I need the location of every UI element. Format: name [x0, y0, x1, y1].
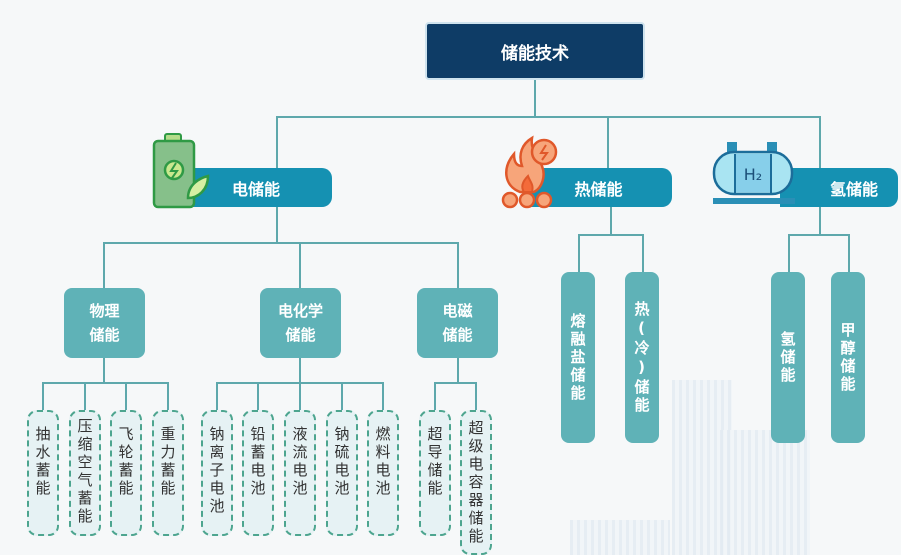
- hydrogen-formula: H₂: [744, 165, 762, 184]
- leaf-label: 热(冷)储能: [632, 300, 651, 415]
- connector: [341, 382, 343, 410]
- leaf-item: 抽水蓄能: [27, 410, 59, 536]
- category-label: 氢储能: [829, 179, 878, 199]
- leaf-label: 铅蓄电池: [248, 426, 267, 498]
- connector: [103, 242, 105, 288]
- leaf-item: 钠离子电池: [201, 410, 233, 536]
- battery-leaf-icon: [152, 133, 210, 209]
- connector: [788, 234, 790, 272]
- connector: [276, 207, 278, 243]
- connector: [299, 358, 301, 383]
- connector: [216, 382, 218, 410]
- connector: [578, 234, 644, 236]
- connector: [642, 234, 644, 272]
- group-label: 电磁 储能: [442, 302, 473, 344]
- leaf-label: 钠离子电池: [207, 426, 226, 516]
- leaf-item: 超导储能: [419, 410, 451, 536]
- leaf-label: 压缩空气蓄能: [75, 418, 94, 526]
- category-label: 热储能: [574, 179, 623, 199]
- thermal-item: 熔融盐储能: [561, 272, 595, 443]
- leaf-label: 超导储能: [425, 426, 444, 498]
- group-physical: 物理 储能: [64, 288, 145, 358]
- leaf-item: 重力蓄能: [152, 410, 184, 536]
- leaf-label: 飞轮蓄能: [116, 426, 135, 498]
- connector: [475, 382, 477, 410]
- hydrogen-tank-icon: H₂: [712, 142, 795, 204]
- connector: [434, 382, 477, 384]
- connector: [103, 358, 105, 383]
- leaf-label: 钠硫电池: [332, 426, 351, 498]
- connector: [167, 382, 169, 410]
- leaf-label: 重力蓄能: [158, 426, 177, 498]
- connector: [819, 116, 821, 168]
- connector: [457, 358, 459, 383]
- hydrogen-item: 甲醇储能: [831, 272, 865, 443]
- connector: [299, 382, 301, 410]
- connector: [103, 242, 459, 244]
- category-label: 电储能: [231, 179, 280, 199]
- connector: [434, 382, 436, 410]
- connector: [534, 78, 536, 118]
- leaf-label: 抽水蓄能: [33, 426, 52, 498]
- connector: [819, 207, 821, 235]
- connector: [42, 382, 169, 384]
- connector: [607, 116, 609, 168]
- category-hydrogen: 氢储能: [780, 168, 898, 207]
- connector: [299, 242, 301, 288]
- root-node: 储能技术: [425, 22, 645, 80]
- leaf-label: 氢储能: [778, 330, 797, 385]
- leaf-item: 飞轮蓄能: [110, 410, 142, 536]
- root-label: 储能技术: [501, 43, 569, 64]
- leaf-label: 熔融盐储能: [568, 312, 587, 403]
- leaf-item: 钠硫电池: [326, 410, 358, 536]
- hydrogen-item: 氢储能: [771, 272, 805, 443]
- connector: [788, 234, 850, 236]
- background-building: [720, 430, 810, 555]
- leaf-label: 燃料电池: [373, 426, 392, 498]
- connector: [84, 382, 86, 410]
- connector: [578, 234, 580, 272]
- group-label: 电化学 储能: [277, 302, 323, 344]
- leaf-item: 液流电池: [284, 410, 316, 536]
- group-electromagnetic: 电磁 储能: [417, 288, 498, 358]
- connector: [257, 382, 259, 410]
- connector: [125, 382, 127, 410]
- connector: [848, 234, 850, 272]
- fire-icon: [501, 135, 558, 209]
- leaf-item: 压缩空气蓄能: [69, 410, 101, 536]
- group-label: 物理 储能: [89, 302, 120, 344]
- connector: [610, 207, 612, 235]
- leaf-label: 超级电容器储能: [466, 420, 485, 546]
- connector: [276, 116, 821, 118]
- thermal-item: 热(冷)储能: [625, 272, 659, 443]
- leaf-item: 铅蓄电池: [242, 410, 274, 536]
- leaf-item: 超级电容器储能: [460, 410, 492, 555]
- connector: [276, 116, 278, 168]
- leaf-label: 甲醇储能: [838, 321, 857, 394]
- connector: [457, 242, 459, 288]
- leaf-item: 燃料电池: [367, 410, 399, 536]
- group-electrochemical: 电化学 储能: [260, 288, 341, 358]
- connector: [42, 382, 44, 410]
- background-building: [570, 520, 670, 555]
- leaf-label: 液流电池: [290, 426, 309, 498]
- connector: [382, 382, 384, 410]
